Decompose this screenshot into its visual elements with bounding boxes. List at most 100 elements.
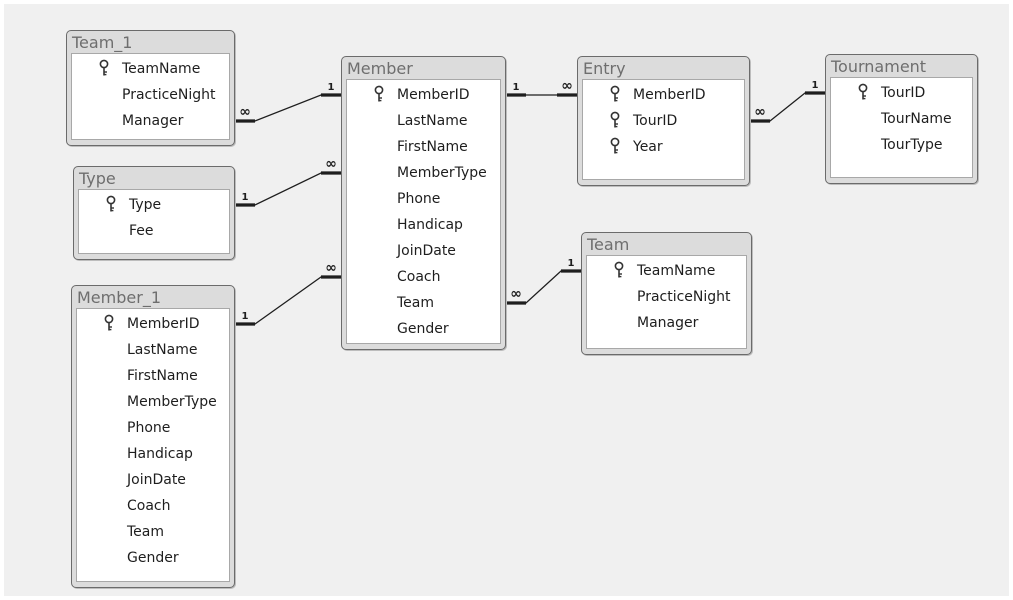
field-name: PracticeNight: [637, 289, 731, 305]
field-name: MemberID: [633, 87, 706, 103]
field-name: Handicap: [127, 446, 193, 462]
field-name: Coach: [397, 269, 441, 285]
field-last-name[interactable]: LastName: [77, 337, 229, 363]
field-name: Fee: [129, 223, 154, 239]
field-join-date[interactable]: JoinDate: [77, 467, 229, 493]
cardinality-label: 1: [513, 82, 520, 93]
relationship-line[interactable]: ∞1: [506, 258, 581, 305]
table-title[interactable]: Tournament: [831, 57, 927, 76]
field-name: JoinDate: [397, 243, 456, 259]
field-gender[interactable]: Gender: [347, 316, 500, 342]
field-name: Team: [397, 295, 435, 311]
field-member-type[interactable]: MemberType: [77, 389, 229, 415]
field-join-date[interactable]: JoinDate: [347, 238, 500, 264]
cardinality-label: 1: [242, 192, 249, 203]
field-name: Phone: [397, 191, 441, 207]
field-name: Handicap: [397, 217, 463, 233]
field-team-name[interactable]: TeamName: [587, 258, 746, 284]
field-member-id[interactable]: MemberID: [583, 82, 744, 108]
primary-key-icon: [373, 85, 385, 103]
cardinality-label: 1: [812, 80, 819, 91]
cardinality-label: ∞: [510, 286, 522, 302]
field-name: Coach: [127, 498, 171, 514]
table-title[interactable]: Entry: [583, 59, 626, 78]
table-title[interactable]: Team_1: [72, 33, 133, 52]
relationship-line[interactable]: ∞1: [750, 80, 825, 123]
field-name: TourName: [881, 111, 952, 127]
field-name: JoinDate: [127, 472, 186, 488]
field-manager[interactable]: Manager: [72, 108, 229, 134]
field-phone[interactable]: Phone: [347, 186, 500, 212]
table-title[interactable]: Member: [347, 59, 413, 78]
table-entry[interactable]: Entry MemberID TourID Year: [577, 56, 750, 186]
primary-key-icon: [609, 111, 621, 129]
table-title[interactable]: Member_1: [77, 288, 161, 307]
relationship-line[interactable]: 1∞: [235, 260, 341, 326]
primary-key-icon: [857, 83, 869, 101]
field-gender[interactable]: Gender: [77, 545, 229, 571]
table-title[interactable]: Team: [587, 235, 630, 254]
field-first-name[interactable]: FirstName: [77, 363, 229, 389]
field-handicap[interactable]: Handicap: [77, 441, 229, 467]
field-first-name[interactable]: FirstName: [347, 134, 500, 160]
field-team[interactable]: Team: [77, 519, 229, 545]
field-name: PracticeNight: [122, 87, 216, 103]
field-practice-night[interactable]: PracticeNight: [587, 284, 746, 310]
field-name: Manager: [637, 315, 699, 331]
field-name: TourID: [633, 113, 678, 129]
cardinality-label: 1: [568, 258, 575, 269]
field-name: Gender: [127, 550, 179, 566]
primary-key-icon: [609, 85, 621, 103]
field-type[interactable]: Type: [79, 192, 229, 218]
relationship-line[interactable]: 1∞: [235, 156, 341, 207]
field-last-name[interactable]: LastName: [347, 108, 500, 134]
field-name: Gender: [397, 321, 449, 337]
field-fee[interactable]: Fee: [79, 218, 229, 244]
field-team-name[interactable]: TeamName: [72, 56, 229, 82]
field-practice-night[interactable]: PracticeNight: [72, 82, 229, 108]
field-name: TourID: [881, 85, 926, 101]
field-name: Phone: [127, 420, 171, 436]
field-tour-id[interactable]: TourID: [583, 108, 744, 134]
field-coach[interactable]: Coach: [77, 493, 229, 519]
cardinality-label: ∞: [239, 104, 251, 120]
cardinality-label: 1: [328, 82, 335, 93]
field-name: MemberType: [127, 394, 217, 410]
field-member-id[interactable]: MemberID: [347, 82, 500, 108]
field-member-id[interactable]: MemberID: [77, 311, 229, 337]
relationship-lines: ∞11∞1∞1∞∞1∞1: [235, 78, 825, 326]
field-coach[interactable]: Coach: [347, 264, 500, 290]
field-phone[interactable]: Phone: [77, 415, 229, 441]
primary-key-icon: [613, 261, 625, 279]
primary-key-icon: [103, 314, 115, 332]
primary-key-icon: [609, 137, 621, 155]
field-tour-id[interactable]: TourID: [831, 80, 972, 106]
cardinality-label: ∞: [325, 260, 337, 276]
field-team[interactable]: Team: [347, 290, 500, 316]
field-year[interactable]: Year: [583, 134, 744, 160]
field-tour-type[interactable]: TourType: [831, 132, 972, 158]
field-name: Type: [129, 197, 162, 213]
field-name: TeamName: [637, 263, 716, 279]
field-name: TeamName: [122, 61, 201, 77]
field-member-type[interactable]: MemberType: [347, 160, 500, 186]
field-tour-name[interactable]: TourName: [831, 106, 972, 132]
relationship-line[interactable]: ∞1: [235, 82, 341, 123]
primary-key-icon: [98, 59, 110, 77]
primary-key-icon: [105, 195, 117, 213]
field-name: MemberID: [397, 87, 470, 103]
field-handicap[interactable]: Handicap: [347, 212, 500, 238]
field-manager[interactable]: Manager: [587, 310, 746, 336]
field-name: MemberID: [127, 316, 200, 332]
field-name: FirstName: [397, 139, 468, 155]
table-title[interactable]: Type: [79, 169, 116, 188]
relationship-line[interactable]: 1∞: [506, 78, 577, 97]
field-name: Team: [127, 524, 165, 540]
